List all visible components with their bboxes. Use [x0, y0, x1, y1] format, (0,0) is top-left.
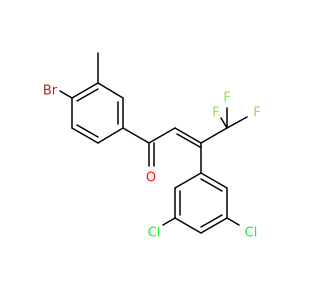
carbon-chlorine-bond-right: [226, 217, 240, 226]
bromine-atom-label: Br: [43, 84, 58, 99]
ring1-bond-d-inner: [76, 124, 99, 138]
ring1-bond-f: [71, 82, 99, 99]
fluorine-atom-label-right: F: [253, 106, 260, 121]
ring2-bond-a: [200, 172, 228, 189]
dichlorophenyl-ring: [174, 172, 228, 234]
carbon-bromine-bond: [59, 90, 73, 99]
ring1-bond-f-inner: [76, 88, 99, 102]
ring1-bond-c: [97, 127, 124, 144]
ring2-bond-c: [200, 217, 228, 234]
chlorine-atom-label-left: Cl: [148, 226, 161, 241]
chemical-structure-diagram: Br O F F F Cl Cl: [43, 52, 261, 241]
ring2-bond-c-inner: [200, 214, 223, 228]
cf-bond-center: [220, 117, 228, 129]
alkene-double-bond-b: [176, 133, 201, 148]
structure-canvas: Br O F F F Cl Cl: [43, 52, 261, 241]
fluorine-atom-label-top: F: [223, 91, 230, 106]
cf-bond-right: [226, 116, 248, 129]
aryl-carbonyl-bond: [122, 127, 150, 144]
chlorine-atom-label-right: Cl: [245, 226, 258, 241]
fluorine-atom-label-center: F: [212, 106, 219, 121]
ring2-bond-f: [174, 172, 202, 189]
carbon-chlorine-bond-left: [162, 217, 176, 226]
oxygen-atom-label: O: [146, 171, 156, 186]
ring1-bond-a: [97, 82, 124, 99]
alkene-cf3-bond: [200, 127, 228, 144]
alkene-double-bond-a: [174, 127, 202, 144]
ring2-bond-d: [174, 217, 202, 234]
ring2-bond-a-inner: [200, 178, 223, 192]
carbonyl-alkene-bond: [148, 127, 176, 144]
ring1-bond-d: [71, 127, 99, 144]
bromo-methylphenyl-ring: [71, 82, 124, 144]
